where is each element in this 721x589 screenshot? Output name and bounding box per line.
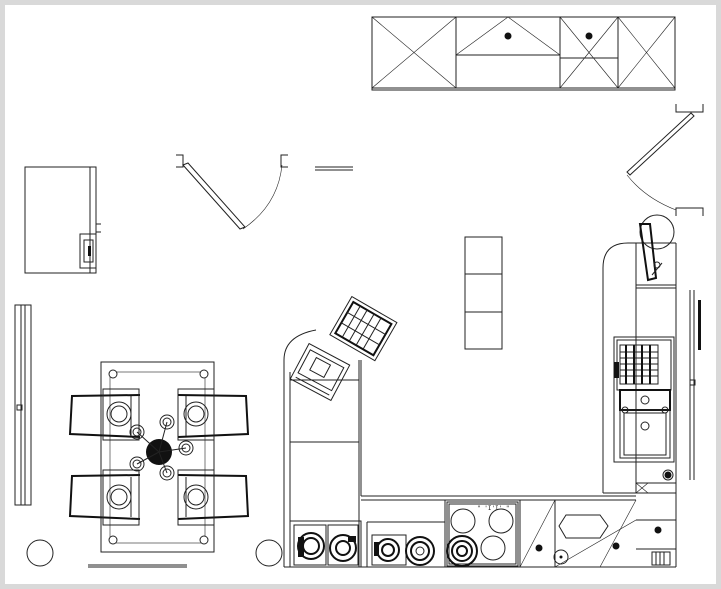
lamp-icon (639, 214, 675, 250)
rotated-cooler (329, 295, 398, 362)
column-icon (255, 539, 283, 567)
counter-left-leg (283, 329, 362, 567)
rotated-oven (289, 342, 351, 402)
chair-icon (68, 469, 141, 526)
counter-right (602, 214, 701, 567)
counter-bottom (284, 495, 676, 568)
prep-sink (535, 514, 676, 566)
island-counter (464, 236, 503, 350)
cooktop-label: " 'I'I' " (477, 505, 510, 512)
chair-icon (177, 388, 250, 441)
side-cabinet (24, 166, 101, 274)
chair-icon (68, 388, 141, 441)
light-fixture-icon (504, 32, 512, 40)
door-right (626, 104, 704, 216)
dining-table (68, 361, 250, 553)
light-fixture-icon (585, 32, 593, 40)
chair-icon (177, 469, 250, 526)
appliance-pair-middle (371, 534, 435, 566)
door-top (176, 154, 353, 230)
cooktop: " 'I'I' " (446, 501, 519, 567)
column-icon (26, 539, 54, 567)
window-left (14, 304, 32, 506)
appliance-pair-left (293, 524, 359, 566)
upper-cabinets (371, 16, 676, 91)
